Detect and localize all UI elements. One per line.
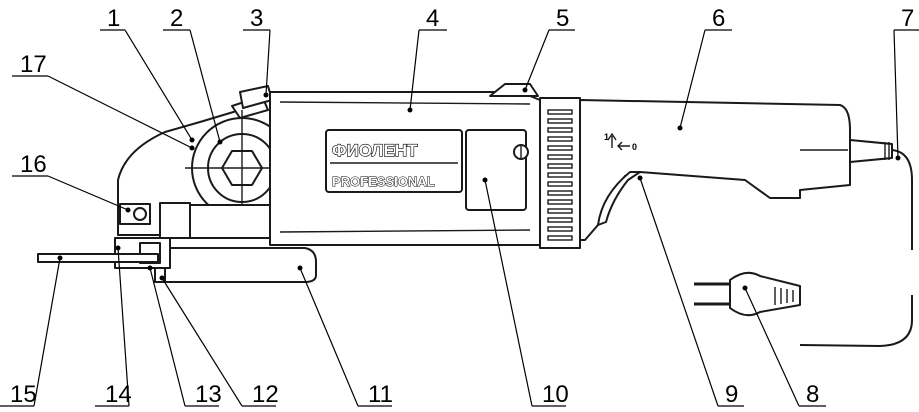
callout-label-17: 17 [20,51,47,78]
vent-slot [547,136,573,142]
callout-label-9: 9 [725,381,738,408]
callout-dot-5 [522,87,528,93]
callout-leader-16 [12,175,129,211]
callout-dot-6 [677,125,683,131]
vent-slot [547,217,573,223]
callout-leader-6 [679,29,732,129]
clamp-nut [154,267,166,283]
vent-slot [547,109,573,115]
callout-leader-1 [100,29,193,141]
vent-slot [547,127,573,133]
callout-leader-5 [524,29,575,91]
motor-housing-seam [279,101,531,105]
callout-label-5: 5 [556,5,569,32]
vent-slot [547,235,573,241]
callout-leader-17 [12,75,193,149]
callout-label-8: 8 [806,381,819,408]
vent-slot [547,190,573,196]
cable [891,149,913,250]
callout-leader-11 [299,267,392,407]
motor-housing-seam-2 [279,229,531,233]
callout-label-14: 14 [105,381,132,408]
callout-leader-13 [149,267,219,407]
callout-label-12: 12 [252,381,279,408]
callout-leader-7 [893,29,919,159]
callout-dot-12 [159,275,165,281]
guard-mount [189,204,271,239]
callout-label-3: 3 [250,5,263,32]
vent-slot [547,118,573,124]
brand-plate [325,129,463,193]
rear-handle [579,99,851,241]
series-text: PROFESSIONAL [332,174,435,189]
strain-relief [849,139,893,163]
callout-dot-2 [217,139,223,145]
vent-slot [547,154,573,160]
callout-leader-10 [484,179,566,407]
plug [694,271,801,317]
callout-label-6: 6 [712,5,725,32]
callout-leader-8 [744,287,826,407]
callout-label-2: 2 [170,5,183,32]
callout-dot-3 [263,92,269,98]
brand-text: ФИОЛЕНТ [332,141,418,160]
top-cover [489,83,539,97]
cable-lower [799,295,913,348]
vent-slot [547,208,573,214]
vent-slot [547,226,573,232]
grinding-disk [37,253,159,263]
callout-dot-9 [637,175,643,181]
cable-hatch [884,142,890,160]
callout-label-1: 1 [107,5,120,32]
trigger [597,171,641,226]
callout-label-7: 7 [901,5,914,32]
callout-label-16: 16 [20,151,47,178]
vent-slot [547,181,573,187]
callout-label-4: 4 [426,5,439,32]
callout-dot-13 [147,265,153,271]
callout-leader-12 [161,277,276,407]
callout-leader-2 [163,29,221,143]
callout-leader-15 [0,257,61,407]
switch-mark-on: 1 [604,132,609,142]
switch-panel [465,129,527,211]
callout-leader-9 [639,177,744,407]
callout-label-11: 11 [368,381,393,408]
switch-mark-off: 0 [632,142,637,152]
callout-dot-1 [189,137,195,143]
callout-leader-4 [409,29,447,111]
guard-handle [164,247,317,283]
switch-arrow-icon [607,132,630,151]
vent-slot [547,199,573,205]
callout-label-13: 13 [195,381,222,408]
callout-dot-4 [407,107,413,113]
tool-drawing: ФИОЛЕНТ PROFESSIONAL 1 0 [37,83,913,348]
spindle-bolt [133,207,147,221]
callout-dot-15 [57,255,63,261]
vent-slot [547,145,573,151]
vent-slot [547,163,573,169]
callout-leader-14 [95,247,130,407]
callout-dot-8 [742,285,748,291]
callout-dot-16 [125,207,131,213]
callout-label-15: 15 [10,381,37,408]
callout-dot-17 [189,145,195,151]
guard-clamp [159,202,191,239]
callout-dot-14 [115,245,121,251]
callout-dot-11 [297,265,303,271]
callout-label-10: 10 [542,381,569,408]
callout-dot-7 [895,155,901,161]
vent-slot [547,172,573,178]
vent-grille-slots [547,109,573,241]
callout-leader-3 [243,29,271,96]
callout-dot-10 [482,177,488,183]
